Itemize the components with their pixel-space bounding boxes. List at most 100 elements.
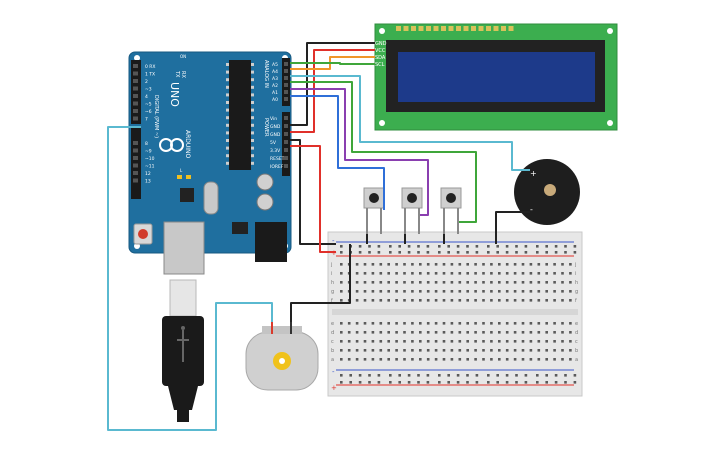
- pushbutton-icon[interactable]: [369, 193, 379, 203]
- breadboard-hole: [340, 331, 343, 334]
- breadboard-hole: [368, 381, 371, 384]
- breadboard-hole: [487, 245, 490, 248]
- lcd-header-pin: [456, 26, 461, 31]
- breadboard-hole: [490, 331, 493, 334]
- breadboard-hole: [438, 381, 441, 384]
- lcd-display[interactable]: GND VCC SDA SCL: [374, 23, 618, 131]
- breadboard-hole: [513, 281, 517, 284]
- breadboard-hole: [561, 281, 564, 284]
- pushbutton-2[interactable]: [401, 187, 423, 234]
- breadboard-hole: [456, 381, 460, 384]
- breadboard-hole: [363, 281, 367, 284]
- breadboard-hole: [379, 290, 383, 293]
- breadboard-hole: [407, 251, 411, 254]
- breadboard-hole: [515, 381, 518, 384]
- chip-leg: [226, 139, 229, 142]
- breadboard-hole: [458, 322, 462, 325]
- breadboard-hole: [490, 322, 493, 325]
- breadboard-hole: [554, 251, 558, 254]
- breadboard-hole: [377, 251, 381, 254]
- breadboard-hole: [347, 331, 351, 334]
- breadboard-hole: [363, 299, 367, 302]
- on-label: ON: [180, 54, 186, 59]
- breadboard-hole: [474, 349, 477, 352]
- tx-led: [177, 175, 182, 179]
- breadboard-hole: [466, 340, 469, 343]
- wire-gnd-breadboard: [290, 139, 336, 245]
- breadboard-hole: [475, 245, 479, 248]
- breadboard-hole: [490, 299, 493, 302]
- breadboard-hole: [358, 251, 362, 254]
- breadboard-row-label: b: [331, 348, 334, 354]
- wire-pb3: [290, 81, 477, 223]
- digital-pin-hole: [133, 163, 138, 168]
- breadboard-hole: [569, 299, 572, 302]
- breadboard-hole: [490, 281, 493, 284]
- breadboard-hole: [569, 349, 572, 352]
- pushbutton-icon[interactable]: [446, 193, 456, 203]
- piezo-buzzer[interactable]: + -: [514, 159, 580, 225]
- breadboard-hole: [340, 251, 343, 254]
- breadboard-hole: [395, 349, 398, 352]
- breadboard-hole: [537, 331, 541, 334]
- breadboard-hole: [466, 374, 469, 377]
- breadboard-hole: [419, 272, 422, 275]
- breadboard-hole: [358, 245, 362, 248]
- breadboard-hole: [561, 290, 564, 293]
- chip-leg: [251, 139, 254, 142]
- power-pin-hole: [284, 116, 288, 120]
- power-pin-label: 3.3V: [270, 148, 281, 154]
- breadboard-hole: [363, 263, 367, 266]
- breadboard-hole: [490, 263, 493, 266]
- breadboard-hole: [347, 340, 351, 343]
- breadboard-hole: [537, 281, 541, 284]
- breadboard-hole: [521, 290, 525, 293]
- breadboard-hole: [355, 322, 359, 325]
- breadboard-hole: [553, 290, 556, 293]
- breadboard-hole: [395, 263, 398, 266]
- breadboard-hole: [363, 358, 367, 361]
- wire-motor-signal: [107, 126, 273, 431]
- breadboard-hole: [466, 349, 469, 352]
- breadboard-hole: [537, 358, 541, 361]
- analog-pin-label: A5: [272, 62, 278, 68]
- breadboard-row-label: i: [575, 271, 576, 277]
- breadboard-hole: [515, 245, 518, 248]
- digital-pin-hole: [133, 148, 138, 153]
- breadboard-row-label: a: [331, 357, 334, 363]
- breadboard-hole: [340, 263, 343, 266]
- pushbutton-icon[interactable]: [407, 193, 417, 203]
- breadboard-hole: [434, 290, 438, 293]
- breadboard-hole: [419, 358, 422, 361]
- usb-cable: [162, 279, 204, 422]
- breadboard-hole: [403, 281, 406, 284]
- breadboard-hole: [419, 299, 422, 302]
- breadboard-row-label: g: [331, 289, 334, 295]
- pushbutton-1[interactable]: [363, 187, 385, 234]
- breadboard-hole: [521, 272, 525, 275]
- breadboard-hole: [358, 381, 362, 384]
- breadboard-hole: [450, 281, 454, 284]
- dc-motor[interactable]: [245, 322, 319, 391]
- breadboard-hole: [561, 340, 564, 343]
- breadboard-hole: [403, 322, 406, 325]
- breadboard-hole: [529, 331, 533, 334]
- breadboard-hole: [524, 245, 528, 248]
- breadboard-hole: [564, 381, 567, 384]
- breadboard-hole: [545, 358, 548, 361]
- reset-button-cap[interactable]: [138, 229, 148, 239]
- breadboard-hole: [411, 331, 414, 334]
- breadboard-hole: [553, 263, 556, 266]
- breadboard-hole: [389, 374, 392, 377]
- breadboard-hole: [529, 349, 533, 352]
- power-pin-hole: [284, 124, 288, 128]
- breadboard-hole: [387, 290, 390, 293]
- breadboard-hole: [505, 281, 509, 284]
- breadboard-hole: [450, 331, 454, 334]
- pushbutton-3[interactable]: [440, 187, 462, 234]
- chip-leg: [251, 85, 254, 89]
- breadboard-hole: [403, 358, 406, 361]
